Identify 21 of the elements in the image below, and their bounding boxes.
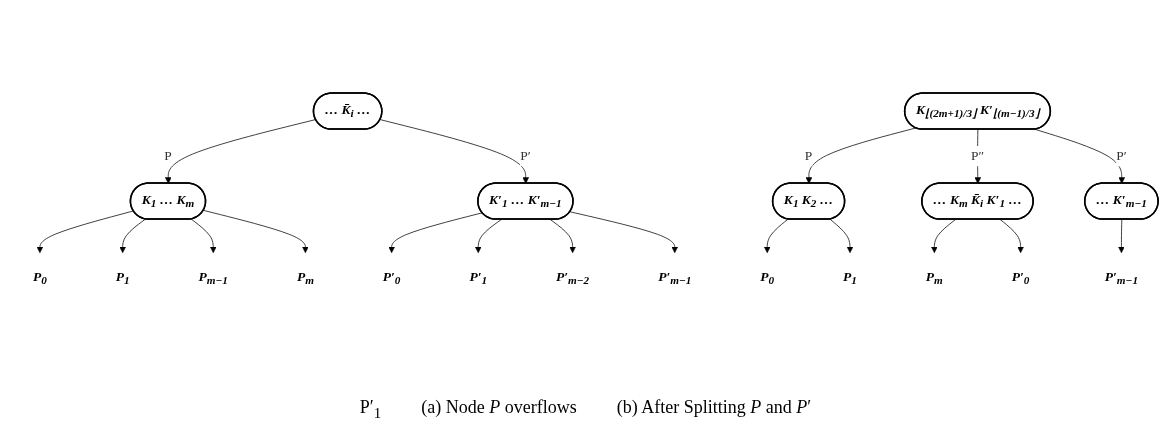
- pointer-label: P′$_{1}$: [359, 397, 382, 422]
- node-text: P′$_{m−1}$: [658, 268, 692, 287]
- node-text: P$_{m}$: [296, 268, 314, 287]
- edge-label: P′: [520, 148, 531, 164]
- node-text: P$_{1}$: [115, 268, 130, 287]
- node-text: P′$_{0}$: [382, 268, 401, 287]
- node-text: P′$_{1}$: [469, 268, 488, 287]
- node-text: P$_{0}$: [760, 268, 775, 287]
- node-text: P′$_{m−2}$: [556, 268, 590, 287]
- node-text: P$_{0}$: [32, 268, 47, 287]
- caption: (b) After Splitting P and P′: [616, 397, 812, 420]
- edge-label: P′: [1116, 148, 1127, 164]
- node-text: P′$_{m−1}$: [1104, 268, 1139, 287]
- edge-label: P: [164, 148, 172, 164]
- edge-label: P: [804, 148, 813, 164]
- node-text: P$_{1}$: [843, 268, 857, 287]
- caption: (a) Node P overflows: [421, 397, 577, 420]
- node-text: P$_{m−1}$: [198, 268, 228, 287]
- edge-label: P″: [970, 148, 985, 164]
- node-text: P′$_{0}$: [1011, 268, 1030, 287]
- node-text: P$_{m}$: [925, 268, 943, 287]
